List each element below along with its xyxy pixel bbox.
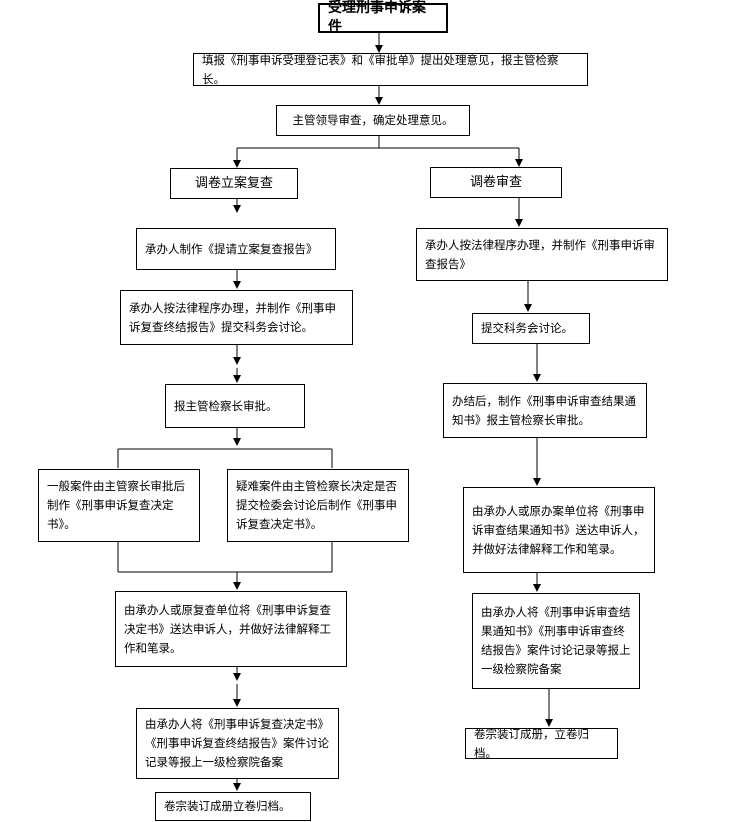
step-left-1-text: 承办人制作《提请立案复查报告》 xyxy=(145,241,318,256)
step-leader-review: 主管领导审查，确定处理意见。 xyxy=(276,105,470,136)
step-left-4b: 疑难案件由主管检察长决定是否提交检委会讨论后制作《刑事申诉复查决定书》。 xyxy=(227,469,409,542)
step-left-1: 承办人制作《提请立案复查报告》 xyxy=(136,228,336,270)
step-leader-review-text: 主管领导审查，确定处理意见。 xyxy=(292,113,454,127)
step-left-6: 由承办人将《刑事申诉复查决定书》《刑事申诉复查终结报告》案件讨论记录等报上一级检… xyxy=(136,708,339,779)
step-fill-form-text: 填报《刑事申诉受理登记表》和《审批单》提出处理意见，报主管检察长。 xyxy=(202,52,559,86)
step-right-3: 办结后，制作《刑事申诉审查结果通知书》报主管检察长审批。 xyxy=(443,383,647,438)
step-left-2-text: 承办人按法律程序办理，并制作《刑事申诉复查终结报告》提交科务会讨论。 xyxy=(129,300,336,334)
step-left-2: 承办人按法律程序办理，并制作《刑事申诉复查终结报告》提交科务会讨论。 xyxy=(120,290,353,345)
step-left-5: 由承办人或原复查单位将《刑事申诉复查决定书》送达申诉人，并做好法律解释工作和笔录… xyxy=(115,591,347,667)
step-right-2-text: 提交科务会讨论。 xyxy=(481,321,573,335)
step-left-4b-text: 疑难案件由主管检察长决定是否提交检委会讨论后制作《刑事申诉复查决定书》。 xyxy=(236,479,397,531)
flow-title-text: 受理刑事申诉案件 xyxy=(328,0,426,35)
step-right-6-text: 卷宗装订成册，立卷归档。 xyxy=(474,726,589,760)
step-right-4: 由承办人或原办案单位将《刑事申诉审查结果通知书》送达申诉人，并做好法律解释工作和… xyxy=(463,487,655,573)
step-left-4a: 一般案件由主管察长审批后制作《刑事申诉复查决定书》。 xyxy=(38,469,200,542)
step-right-6: 卷宗装订成册，立卷归档。 xyxy=(465,727,618,760)
step-right-5: 由承办人将《刑事申诉审查结果通知书》《刑事申诉审查终结报告》案件讨论记录等报上一… xyxy=(472,593,640,689)
step-left-3: 报主管检察长审批。 xyxy=(165,384,305,428)
step-right-branch: 调卷审查 xyxy=(430,167,562,198)
step-left-6-text: 由承办人将《刑事申诉复查决定书》《刑事申诉复查终结报告》案件讨论记录等报上一级检… xyxy=(145,717,329,769)
step-left-7-text: 卷宗装订成册立卷归档。 xyxy=(164,799,291,813)
step-left-7: 卷宗装订成册立卷归档。 xyxy=(155,792,311,821)
step-right-branch-text: 调卷审查 xyxy=(469,175,522,190)
step-left-5-text: 由承办人或原复查单位将《刑事申诉复查决定书》送达申诉人，并做好法律解释工作和笔录… xyxy=(124,602,331,655)
step-right-1: 承办人按法律程序办理，并制作《刑事申诉审查报告》 xyxy=(416,228,668,281)
step-fill-form: 填报《刑事申诉受理登记表》和《审批单》提出处理意见，报主管检察长。 xyxy=(193,53,588,86)
step-right-5-text: 由承办人将《刑事申诉审查结果通知书》《刑事申诉审查终结报告》案件讨论记录等报上一… xyxy=(481,605,631,676)
step-left-branch: 调卷立案复查 xyxy=(170,168,298,199)
step-left-4a-text: 一般案件由主管察长审批后制作《刑事申诉复查决定书》。 xyxy=(47,479,185,531)
step-right-3-text: 办结后，制作《刑事申诉审查结果通知书》报主管检察长审批。 xyxy=(452,393,636,427)
flow-title: 受理刑事申诉案件 xyxy=(318,0,448,35)
step-left-branch-text: 调卷立案复查 xyxy=(194,176,273,191)
step-right-1-text: 承办人按法律程序办理，并制作《刑事申诉审查报告》 xyxy=(425,237,655,271)
step-left-3-text: 报主管检察长审批。 xyxy=(174,398,278,413)
step-right-2: 提交科务会讨论。 xyxy=(472,313,590,344)
step-right-4-text: 由承办人或原办案单位将《刑事申诉审查结果通知书》送达申诉人，并做好法律解释工作和… xyxy=(472,503,645,556)
